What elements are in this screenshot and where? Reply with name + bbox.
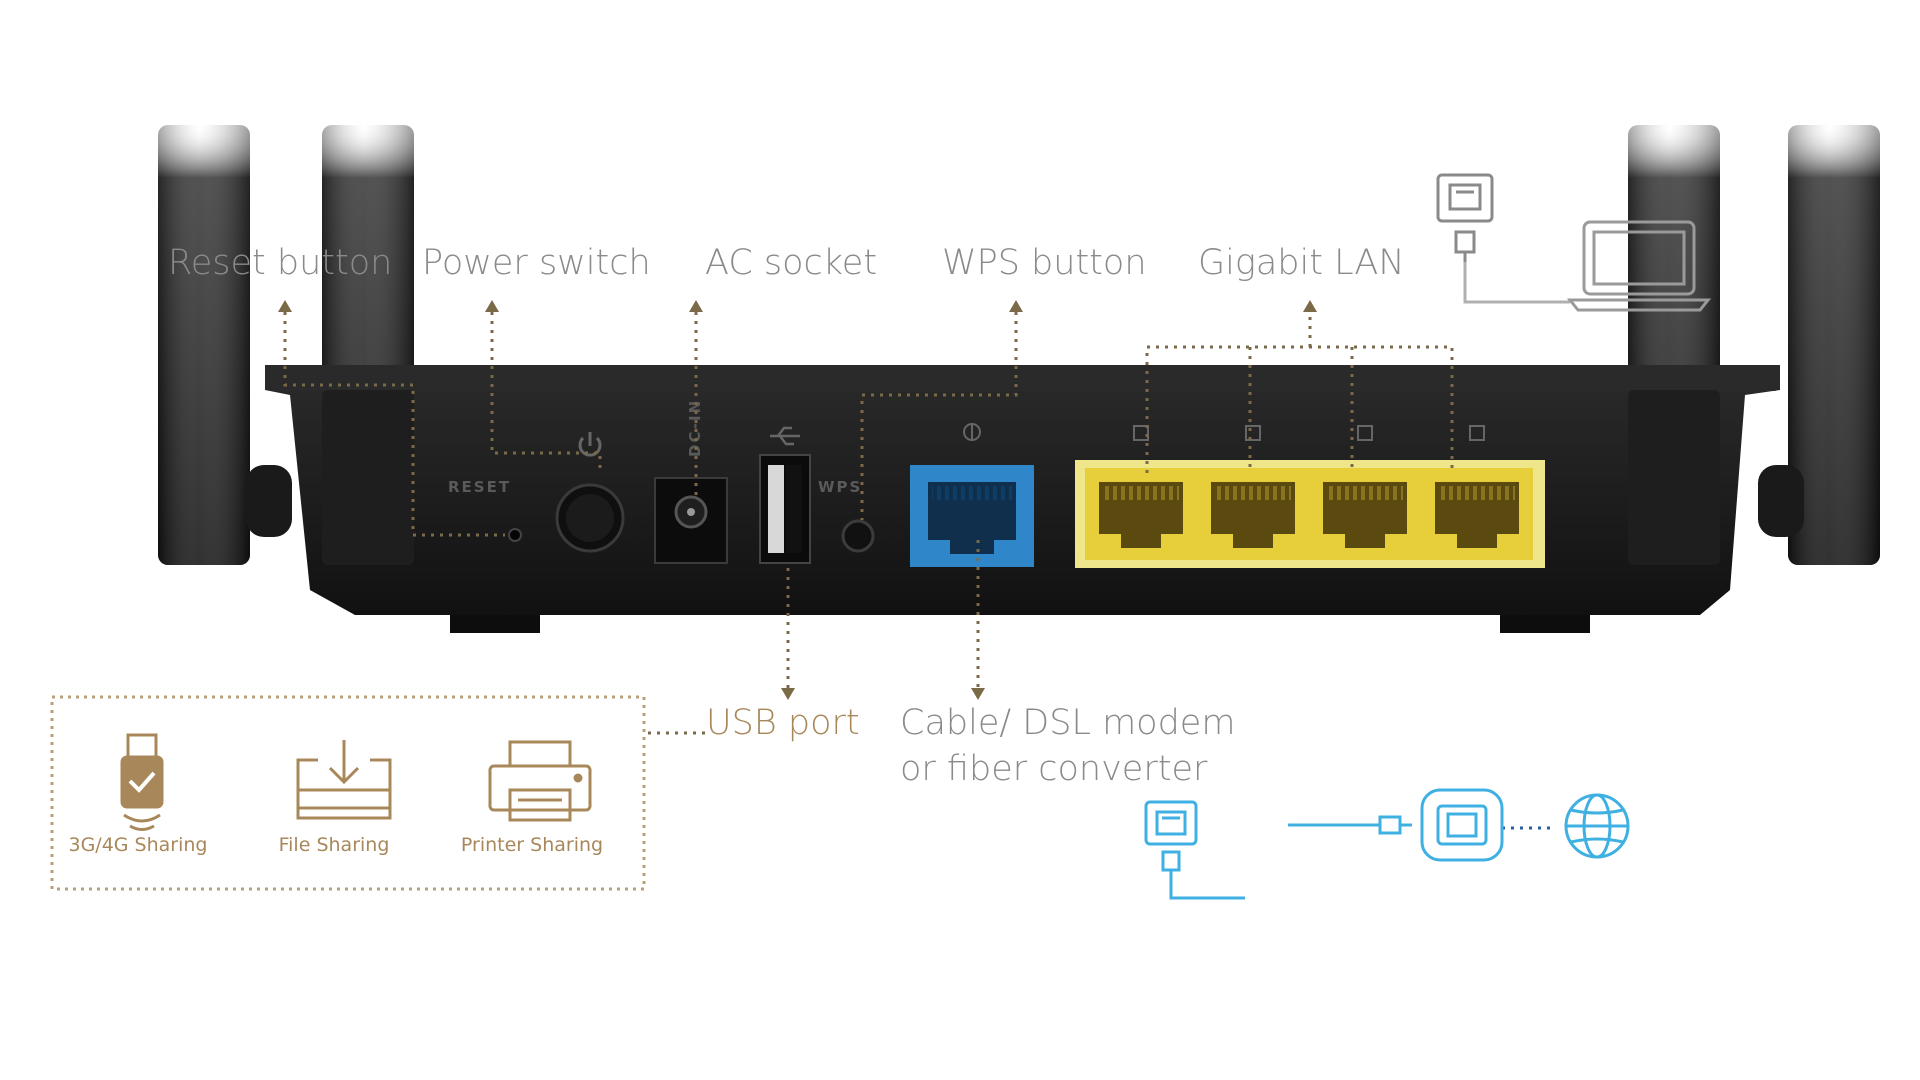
antenna-right-outer	[1788, 125, 1880, 565]
globe-icon	[1564, 793, 1630, 859]
antenna-base-right	[1628, 390, 1720, 565]
modem-label: Cable/ DSL modem or fiber converter	[900, 700, 1240, 792]
ethernet-jack-icon	[1436, 173, 1494, 223]
wps-leader	[860, 312, 1018, 520]
lan-port-4[interactable]	[1421, 468, 1533, 560]
power-icon	[578, 432, 602, 457]
modem-label-line2: or fiber converter	[900, 749, 1208, 789]
gigabit-lan-label: Gigabit LAN	[1198, 243, 1405, 283]
usb-features-box	[50, 695, 646, 891]
lan-port-3[interactable]	[1309, 468, 1421, 560]
file-sharing-icon	[296, 740, 392, 820]
dc-in-marking: DC-IN	[686, 399, 704, 457]
usb-port-label: USB port	[706, 703, 860, 743]
wan-globe-icon	[963, 423, 981, 441]
feature-3g4g-label: 3G/4G Sharing	[68, 834, 208, 856]
modem-device-icon	[1420, 788, 1504, 862]
reset-marking: RESET	[448, 478, 511, 496]
ac-socket[interactable]	[654, 477, 728, 564]
power-switch-label: Power switch	[422, 243, 651, 283]
wps-marking: WPS	[818, 478, 862, 496]
feature-file-sharing-label: File Sharing	[278, 834, 390, 856]
lan-port-1[interactable]	[1085, 468, 1197, 560]
modem-jack-icon	[1144, 800, 1198, 846]
reset-pinhole[interactable]	[508, 528, 522, 542]
antenna-base-left	[322, 390, 414, 565]
printer-icon	[488, 740, 592, 822]
wps-button[interactable]	[841, 519, 875, 553]
ethernet-plug-icon	[1454, 230, 1476, 262]
modem-plug-icon	[1161, 850, 1181, 880]
antenna-hinge-left	[246, 465, 292, 537]
antenna-left-outer	[158, 125, 250, 565]
usb-symbol-icon	[770, 426, 800, 446]
antenna-hinge-right	[1758, 465, 1804, 537]
laptop-cable	[1463, 262, 1570, 304]
wps-button-label: WPS button	[942, 243, 1147, 283]
lan-port-2[interactable]	[1197, 468, 1309, 560]
lan-port-markings	[1133, 425, 1485, 441]
leader-lines	[283, 312, 1555, 830]
reset-leader	[283, 312, 505, 537]
modem-cable-left	[1169, 880, 1245, 900]
usb-dongle-icon	[120, 733, 164, 831]
lan-leader-outer	[1145, 345, 1454, 473]
modem-label-line1: Cable/ DSL modem	[900, 703, 1236, 743]
power-switch[interactable]	[555, 483, 625, 553]
feature-printer-sharing-label: Printer Sharing	[460, 834, 604, 856]
modem-plug-side-icon	[1378, 815, 1412, 835]
usb-port[interactable]	[759, 454, 811, 564]
laptop-icon	[1566, 220, 1712, 312]
reset-button-label: Reset button	[168, 243, 393, 283]
wan-port[interactable]	[910, 465, 1034, 567]
leader-arrowheads	[278, 300, 1317, 700]
ac-socket-label: AC socket	[705, 243, 878, 283]
